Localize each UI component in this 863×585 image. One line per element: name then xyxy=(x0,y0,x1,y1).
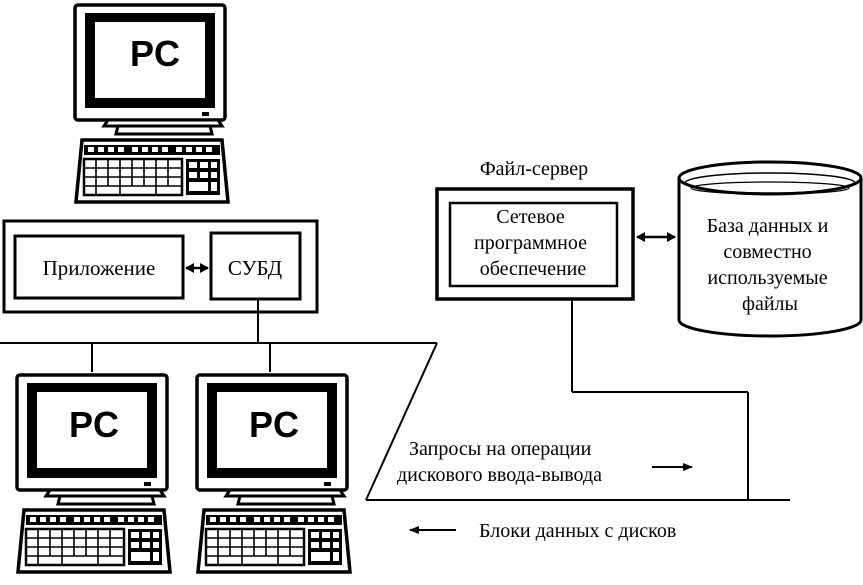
database-line-2: совместно xyxy=(723,241,811,263)
database-label: База данных и совместно используемые фай… xyxy=(707,215,834,315)
database-cylinder: База данных и совместно используемые фай… xyxy=(677,160,863,338)
application-box xyxy=(13,234,185,300)
database-line-1: База данных и xyxy=(707,215,829,237)
disk-io-requests-annotation: Запросы на операции дискового ввода-выво… xyxy=(397,438,693,486)
server-db-double-arrow xyxy=(636,232,676,242)
network-software-box xyxy=(448,201,619,288)
dbms-label: СУБД xyxy=(228,256,282,280)
dbms-box xyxy=(209,231,302,301)
file-server: Файл-сервер Сетевое программное обеспече… xyxy=(435,158,635,301)
database-line-4: файлы xyxy=(742,293,798,315)
network-software-line-1: Сетевое xyxy=(496,206,565,228)
network-software-line-3: обеспечение xyxy=(480,258,587,280)
workstation-top: PC xyxy=(73,3,230,204)
app-dbms-double-arrow xyxy=(185,263,209,273)
pc-label-bottom-left: PC xyxy=(69,404,119,445)
client-node: Приложение СУБД xyxy=(2,219,319,314)
requests-line-2: дискового ввода-вывода xyxy=(397,464,602,486)
network-bus xyxy=(0,299,790,501)
workstation-bottom-right: PC xyxy=(195,373,352,574)
disk-data-blocks-annotation: Блоки данных с дисков xyxy=(409,520,676,542)
data-blocks-label: Блоки данных с дисков xyxy=(479,520,676,542)
network-software-label: Сетевое программное обеспечение xyxy=(474,206,592,280)
svg-text:Запросы на операции диск: Запросы на операции дискового ввода-выво… xyxy=(397,438,602,486)
file-server-title: Файл-сервер xyxy=(480,158,588,180)
database-line-3: используемые xyxy=(707,267,827,289)
workstation-bottom-left: PC xyxy=(15,373,172,574)
pc-label-bottom-right: PC xyxy=(249,404,299,445)
pc-label-top: PC xyxy=(130,33,180,74)
requests-line-1: Запросы на операции xyxy=(409,438,592,460)
application-label: Приложение xyxy=(43,256,156,280)
network-software-line-2: программное xyxy=(474,232,587,254)
